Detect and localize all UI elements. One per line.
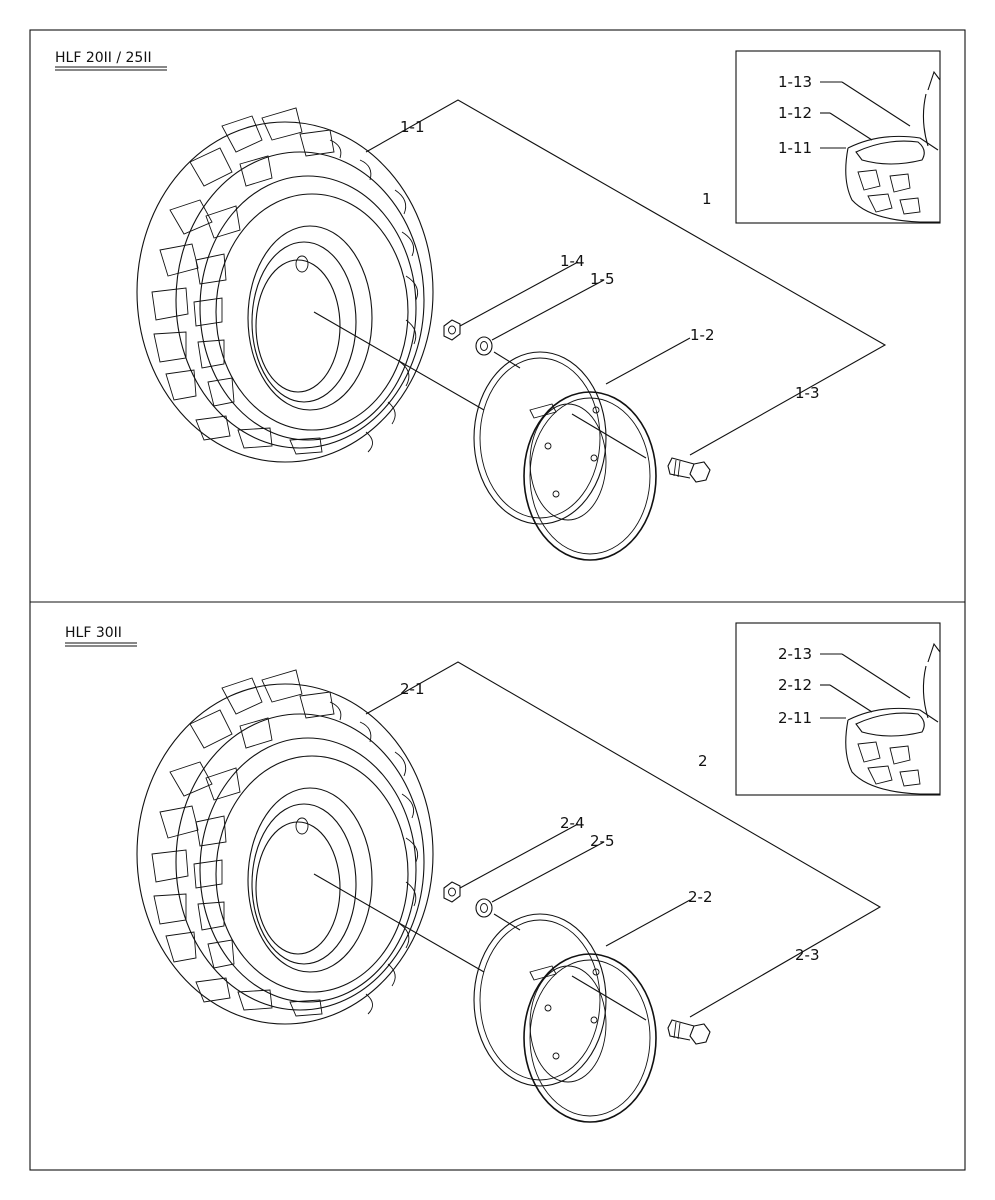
- label-1-12: 1-12: [778, 104, 812, 122]
- section-1: HLF 20II / 25II: [55, 50, 941, 561]
- label-2-5: 2-5: [590, 832, 615, 850]
- washer-2-5[interactable]: [475, 898, 493, 918]
- bolt-2-3[interactable]: [667, 1019, 711, 1045]
- label-1-2: 1-2: [690, 326, 715, 344]
- label-1-11: 1-11: [778, 139, 812, 157]
- section-2-model-title: HLF 30II: [65, 625, 122, 641]
- washer-1-5[interactable]: [475, 336, 493, 356]
- inset-2: 2-13 2-12 2-11: [735, 622, 941, 796]
- label-2: 2: [698, 752, 708, 770]
- label-2-11: 2-11: [778, 709, 812, 727]
- label-1-13: 1-13: [778, 73, 812, 91]
- label-1-3: 1-3: [795, 384, 820, 402]
- tire-2-1[interactable]: [136, 669, 434, 1025]
- rim-1-2[interactable]: [473, 351, 657, 561]
- section-2: HLF 30II: [65, 622, 941, 1123]
- label-1-5: 1-5: [590, 270, 615, 288]
- rim-2-2[interactable]: [473, 913, 657, 1123]
- nut-1-4[interactable]: [443, 319, 461, 341]
- label-2-4: 2-4: [560, 814, 585, 832]
- tire-1-1[interactable]: [136, 107, 434, 463]
- label-2-13: 2-13: [778, 645, 812, 663]
- label-2-1: 2-1: [400, 680, 425, 698]
- label-2-3: 2-3: [795, 946, 820, 964]
- label-1: 1: [702, 190, 712, 208]
- nut-2-4[interactable]: [443, 881, 461, 903]
- inset-1: 1-13 1-12 1-11: [735, 50, 941, 224]
- label-2-2: 2-2: [688, 888, 713, 906]
- label-2-12: 2-12: [778, 676, 812, 694]
- label-1-1: 1-1: [400, 118, 425, 136]
- leader-lines-1: [313, 99, 887, 459]
- bolt-1-3[interactable]: [667, 457, 711, 483]
- leader-lines-2: [313, 661, 882, 1021]
- diagram-frame: [29, 29, 966, 1171]
- label-1-4: 1-4: [560, 252, 585, 270]
- section-1-model-title: HLF 20II / 25II: [55, 50, 152, 66]
